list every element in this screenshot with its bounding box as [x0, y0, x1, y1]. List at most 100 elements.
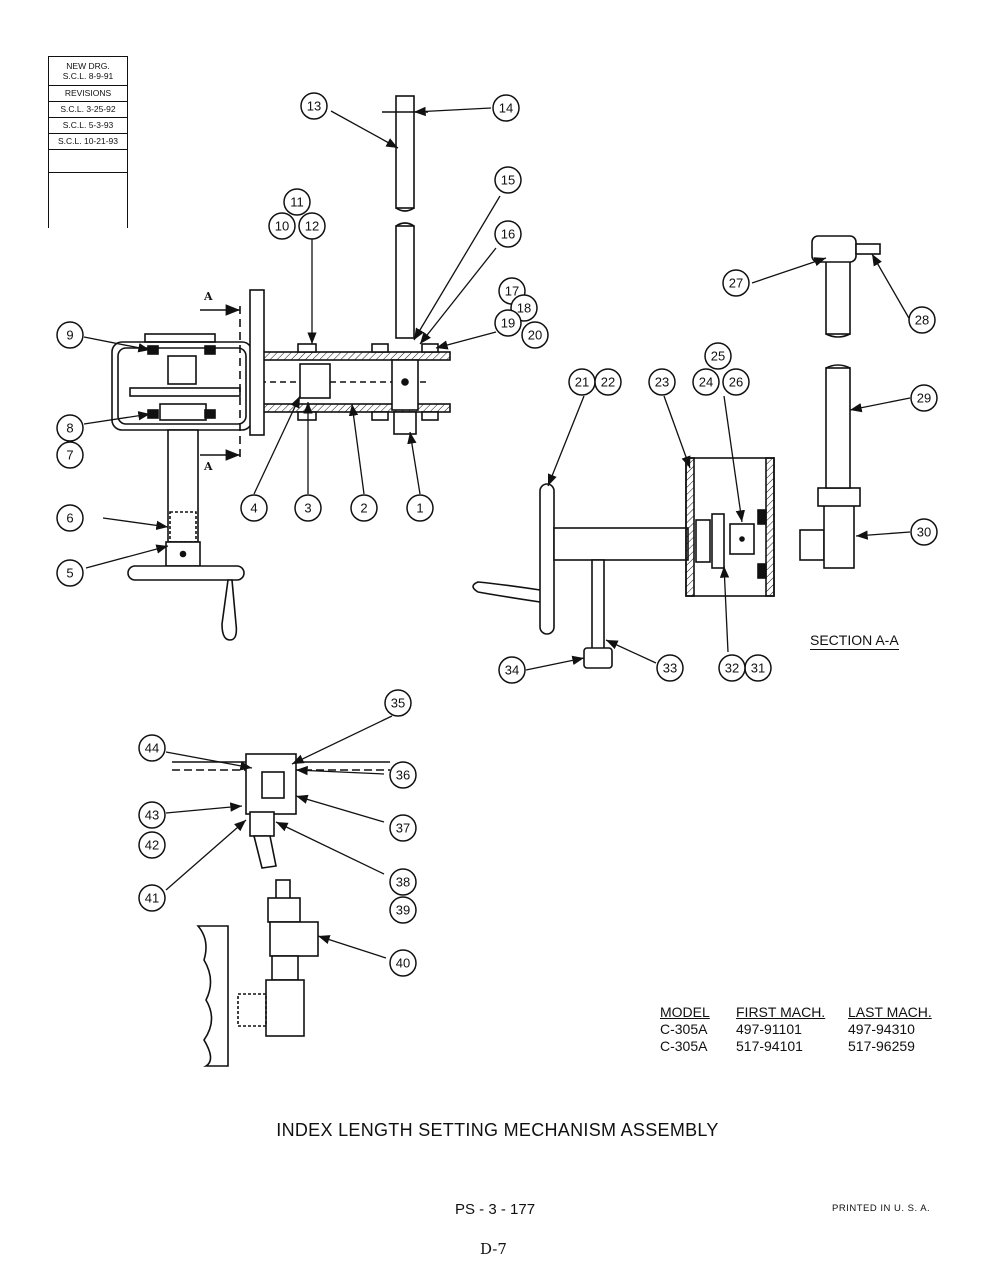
drawing-title: INDEX LENGTH SETTING MECHANISM ASSEMBLY	[276, 1120, 719, 1140]
callout-32: 32	[725, 661, 739, 676]
table-row: C-305A 517-94101 517-96259	[660, 1038, 948, 1055]
callout-circle	[494, 309, 522, 337]
model-table-header: MODEL FIRST MACH. LAST MACH.	[660, 1004, 948, 1021]
callout-circle	[384, 689, 412, 717]
cell-first-mach: 517-94101	[736, 1038, 803, 1054]
callout-9: 9	[66, 328, 73, 343]
callout-12: 12	[305, 219, 319, 234]
callout-circle	[298, 212, 326, 240]
cell-last-mach: 497-94310	[848, 1021, 915, 1037]
callout-circle	[389, 814, 417, 842]
callout-circle	[240, 494, 268, 522]
cell-last-mach: 517-96259	[848, 1038, 915, 1054]
revision-block: NEW DRG. S.C.L. 8-9-91 REVISIONS S.C.L. …	[48, 56, 128, 228]
callout-circle	[406, 494, 434, 522]
callout-2: 2	[360, 501, 367, 516]
callout-circle	[594, 368, 622, 396]
callout-6: 6	[66, 511, 73, 526]
callout-circle	[389, 761, 417, 789]
new-drawing-cell: NEW DRG. S.C.L. 8-9-91	[49, 57, 127, 86]
callout-circle	[350, 494, 378, 522]
callout-circle	[56, 321, 84, 349]
callout-circle	[910, 518, 938, 546]
callout-circle	[283, 188, 311, 216]
callout-42: 42	[145, 838, 159, 853]
cell-model: C-305A	[660, 1021, 708, 1037]
callout-43: 43	[145, 808, 159, 823]
cell-first-mach: 497-91101	[736, 1021, 802, 1037]
page-number: D-7	[480, 1240, 507, 1258]
section-marker-bottom: A	[204, 460, 213, 473]
callout-29: 29	[917, 391, 931, 406]
revision-entry: S.C.L. 5-3-93	[49, 118, 127, 134]
callout-10: 10	[275, 219, 289, 234]
callout-22: 22	[601, 375, 615, 390]
callout-26: 26	[729, 375, 743, 390]
callout-21: 21	[575, 375, 589, 390]
callout-circle	[494, 220, 522, 248]
callout-40: 40	[396, 956, 410, 971]
revision-entry: S.C.L. 10-21-93	[49, 134, 127, 150]
callout-circle	[648, 368, 676, 396]
callout-39: 39	[396, 903, 410, 918]
callout-circle	[704, 342, 732, 370]
callout-28: 28	[915, 313, 929, 328]
callout-circle	[389, 868, 417, 896]
callout-41: 41	[145, 891, 159, 906]
callout-11: 11	[290, 195, 304, 210]
callout-circle	[498, 656, 526, 684]
callout-36: 36	[396, 768, 410, 783]
callout-17: 17	[505, 284, 519, 299]
callout-circle	[300, 92, 328, 120]
callout-circle	[910, 384, 938, 412]
leader-lines	[83, 106, 911, 959]
callout-circle	[656, 654, 684, 682]
callout-20: 20	[528, 328, 542, 343]
callout-14: 14	[499, 101, 513, 116]
section-a-a-view	[472, 235, 881, 669]
callout-13: 13	[307, 99, 321, 114]
section-marker-top: A	[204, 290, 213, 303]
callout-16: 16	[501, 227, 515, 242]
callout-circle	[56, 559, 84, 587]
callout-circle	[56, 441, 84, 469]
callout-37: 37	[396, 821, 410, 836]
callout-circle	[138, 831, 166, 859]
callout-circle	[389, 949, 417, 977]
callout-18: 18	[517, 301, 531, 316]
header-last-mach: LAST MACH.	[848, 1004, 932, 1020]
callout-circle	[138, 734, 166, 762]
callout-3: 3	[304, 501, 311, 516]
callout-30: 30	[917, 525, 931, 540]
model-table: MODEL FIRST MACH. LAST MACH. C-305A 497-…	[660, 1004, 948, 1055]
header-model: MODEL	[660, 1004, 710, 1020]
table-row: C-305A 497-91101 497-94310	[660, 1021, 948, 1038]
revision-entry-empty	[49, 150, 127, 173]
callout-circle	[389, 896, 417, 924]
callout-5: 5	[66, 566, 73, 581]
callout-44: 44	[145, 741, 159, 756]
callout-circle	[294, 494, 322, 522]
callout-circle	[521, 321, 549, 349]
printed-note: PRINTED IN U. S. A.	[832, 1203, 931, 1214]
callout-19: 19	[501, 316, 515, 331]
callout-circle	[722, 269, 750, 297]
new-drawing-label: NEW DRG.	[66, 60, 110, 71]
revisions-header: REVISIONS	[49, 86, 127, 102]
callout-7: 7	[66, 448, 73, 463]
callout-35: 35	[391, 696, 405, 711]
callout-circle	[718, 654, 746, 682]
page-code: PS - 3 - 177	[455, 1201, 536, 1218]
callout-8: 8	[66, 421, 73, 436]
callout-circle	[56, 504, 84, 532]
new-drawing-date: S.C.L. 8-9-91	[62, 71, 114, 81]
callout-circle	[268, 212, 296, 240]
callout-24: 24	[699, 375, 713, 390]
callout-23: 23	[655, 375, 669, 390]
cell-model: C-305A	[660, 1038, 708, 1054]
callout-circle	[138, 884, 166, 912]
callout-circle	[722, 368, 750, 396]
callout-27: 27	[729, 276, 743, 291]
callout-33: 33	[663, 661, 677, 676]
